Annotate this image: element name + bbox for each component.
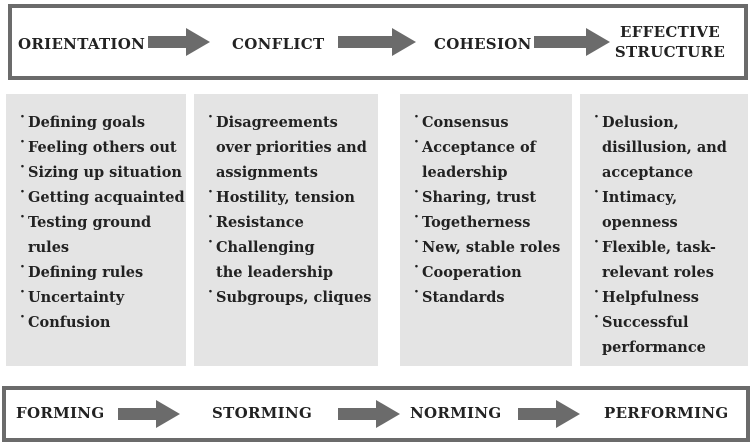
list-item: Delusion, disillusion, and acceptance bbox=[594, 105, 732, 185]
arrow-right-icon bbox=[518, 400, 580, 428]
top-stage-bar bbox=[8, 4, 748, 80]
list-item: Getting acquainted bbox=[20, 180, 186, 210]
list-item: Testing ground rules bbox=[20, 205, 158, 260]
stage-effective-line1: EFFECTIVE bbox=[619, 23, 721, 41]
list-item: Confusion bbox=[20, 305, 186, 335]
arrow-right-icon bbox=[338, 400, 400, 428]
panel-orientation: Defining goals Feeling others out Sizing… bbox=[6, 94, 186, 366]
list-item: Cooperation bbox=[414, 255, 572, 285]
list-item: Intimacy, openness bbox=[594, 180, 702, 235]
list-item: New, stable roles bbox=[414, 230, 572, 260]
arrow-right-icon bbox=[534, 28, 610, 56]
stage-orientation: ORIENTATION bbox=[18, 35, 146, 53]
stage-effective-line2: STRUCTURE bbox=[614, 43, 726, 61]
stage-conflict: CONFLICT bbox=[232, 35, 325, 53]
stage-cohesion: COHESION bbox=[434, 35, 532, 53]
list-item: Feeling others out bbox=[20, 130, 186, 160]
list-item: Defining goals bbox=[20, 105, 186, 135]
list-item: Defining rules bbox=[20, 255, 186, 285]
arrow-right-icon bbox=[338, 28, 416, 56]
panel-conflict: Disagreements over priorities and assign… bbox=[194, 94, 378, 366]
panel-effective-structure: Delusion, disillusion, and acceptance In… bbox=[580, 94, 748, 366]
stage-effective-structure: EFFECTIVE STRUCTURE bbox=[612, 22, 728, 62]
arrow-right-icon bbox=[118, 400, 180, 428]
list-item: Helpfulness bbox=[594, 280, 748, 310]
list-item: Hostility, tension bbox=[208, 180, 378, 210]
list-item: Uncertainty bbox=[20, 280, 186, 310]
list-item: Disagreements over priorities and assign… bbox=[208, 105, 376, 185]
list-item: Sizing up situation bbox=[20, 155, 186, 185]
list-item: Subgroups, cliques bbox=[208, 280, 378, 310]
list-item: Acceptance of leadership bbox=[414, 130, 542, 185]
stage-storming: STORMING bbox=[212, 404, 313, 422]
stage-norming: NORMING bbox=[410, 404, 502, 422]
list-item: Sharing, trust bbox=[414, 180, 572, 210]
list-item: Challenging the leadership bbox=[208, 230, 346, 285]
list-item: Successful performance bbox=[594, 305, 712, 360]
list-item: Consensus bbox=[414, 105, 572, 135]
list-item: Standards bbox=[414, 280, 572, 310]
list-item: Resistance bbox=[208, 205, 378, 235]
list-item: Flexible, task-relevant roles bbox=[594, 230, 722, 285]
stage-forming: FORMING bbox=[16, 404, 105, 422]
panel-cohesion: Consensus Acceptance of leadership Shari… bbox=[400, 94, 572, 366]
list-item: Togetherness bbox=[414, 205, 572, 235]
arrow-right-icon bbox=[148, 28, 210, 56]
stage-performing: PERFORMING bbox=[604, 404, 729, 422]
